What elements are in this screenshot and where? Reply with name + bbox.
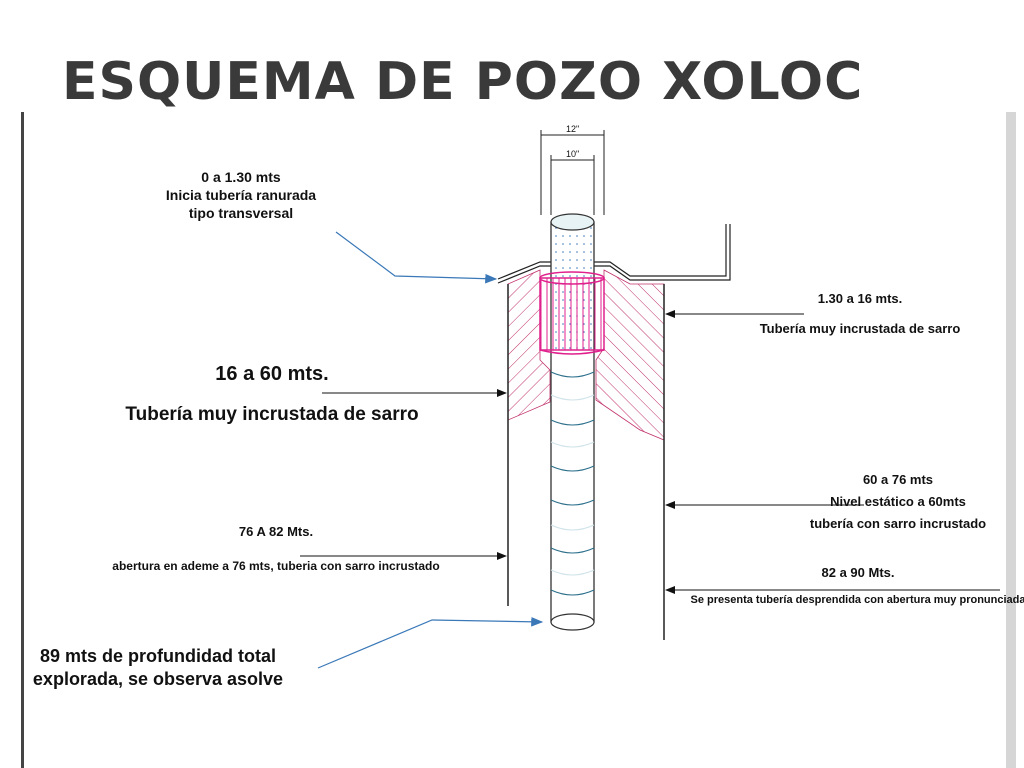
annotation-line: Nivel estático a 60mts (830, 494, 966, 509)
annotation-left-76-82: 76 A 82 Mts. abertura en ademe a 76 mts,… (112, 524, 439, 573)
annotation-line: 60 a 76 mts (863, 472, 933, 487)
annotation-top-slotted: 0 a 1.30 mts Inicia tubería ranurada tip… (166, 169, 316, 221)
annotation-line: 16 a 60 mts. (215, 363, 328, 385)
pipe-collar (539, 271, 605, 355)
annotation-line: tipo transversal (189, 205, 293, 221)
annotation-line: explorada, se observa asolve (33, 669, 283, 689)
annotation-bottom-depth: 89 mts de profundidad total explorada, s… (33, 646, 283, 689)
annotation-line: abertura en ademe a 76 mts, tuberia con … (112, 559, 439, 573)
annotation-line: 1.30 a 16 mts. (818, 291, 903, 306)
borehole-walls (507, 284, 665, 640)
leader-lines (300, 231, 1000, 669)
frame-left-border (21, 112, 24, 768)
leader-bottom-depth (317, 617, 544, 669)
annotation-right-82-90: 82 a 90 Mts. Se presenta tubería despren… (691, 565, 1024, 606)
leader-top-slotted (335, 231, 498, 284)
annotation-line: 82 a 90 Mts. (822, 565, 895, 580)
dimension-outer: 12" (566, 124, 579, 134)
pipe-segments (550, 371, 595, 596)
annotation-line: Inicia tubería ranurada (166, 187, 316, 203)
annotation-right-60-76: 60 a 76 mts Nivel estático a 60mts tuber… (810, 472, 986, 531)
annotation-line: 76 A 82 Mts. (239, 524, 313, 539)
annotation-line: tubería con sarro incrustado (810, 516, 986, 531)
surface-lines (497, 224, 731, 284)
annotation-line: Tubería muy incrustada de sarro (760, 321, 961, 336)
annotation-line: Tubería muy incrustada de sarro (125, 404, 418, 425)
annotation-left-16-60: 16 a 60 mts. Tubería muy incrustada de s… (125, 363, 418, 425)
frame-right-border (1006, 112, 1016, 768)
well-pipe (550, 213, 595, 631)
dimension-inner: 10" (566, 149, 579, 159)
dimension-markers: 12" 10" (540, 124, 605, 215)
slide-title: ESQUEMA DE POZO XOLOC (62, 52, 864, 112)
annotation-right-1-30: 1.30 a 16 mts. Tubería muy incrustada de… (760, 291, 961, 336)
annotation-line: Se presenta tubería desprendida con aber… (691, 594, 1024, 606)
annotation-line: 89 mts de profundidad total (40, 646, 276, 666)
annotation-line: 0 a 1.30 mts (201, 169, 281, 185)
